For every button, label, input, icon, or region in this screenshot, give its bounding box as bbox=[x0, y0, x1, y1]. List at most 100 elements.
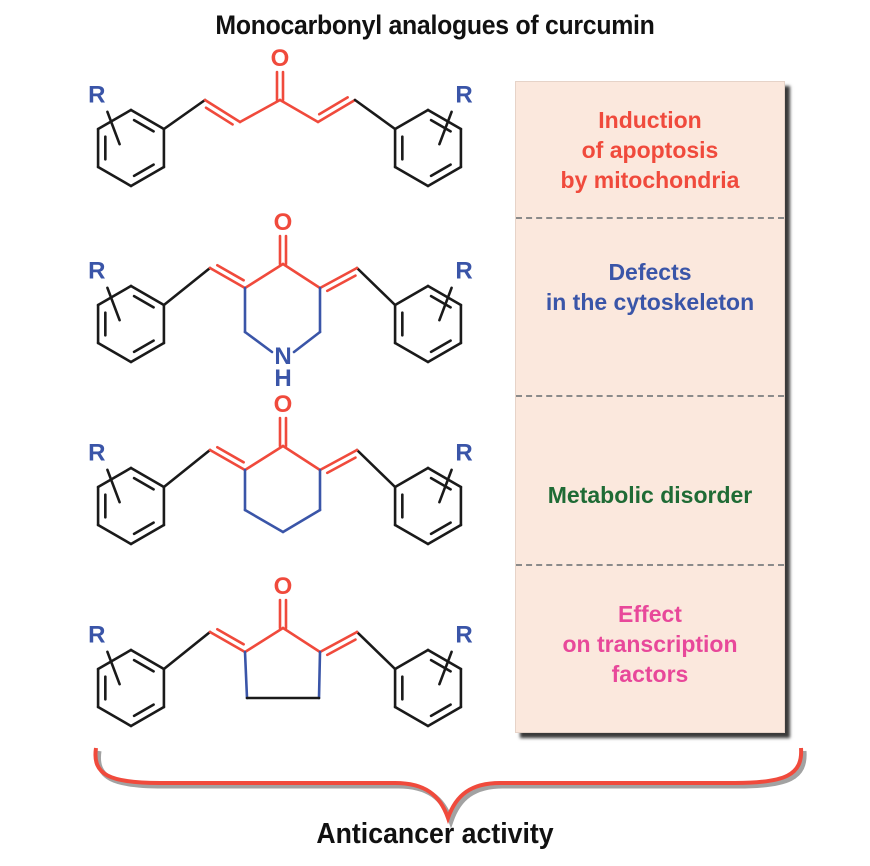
double-bond bbox=[208, 266, 247, 290]
r-group-label: R bbox=[88, 257, 105, 284]
ring-bond bbox=[426, 466, 463, 489]
bond bbox=[243, 626, 285, 654]
double-bond bbox=[203, 98, 242, 124]
bond bbox=[353, 98, 397, 131]
double-bond bbox=[318, 630, 359, 654]
oxygen-label: O bbox=[271, 45, 290, 72]
double-bond bbox=[316, 98, 357, 124]
ring-bond bbox=[243, 650, 249, 700]
bond bbox=[278, 98, 320, 124]
bond bbox=[281, 444, 322, 472]
r-group-label: R bbox=[455, 81, 472, 108]
ring-bond bbox=[243, 508, 285, 534]
diagram-title: Monocarbonyl analogues of curcumin bbox=[215, 10, 655, 40]
ring-bond bbox=[317, 650, 322, 700]
dashed-divider bbox=[516, 564, 784, 566]
substituent-bond bbox=[106, 110, 121, 146]
oxygen-label: O bbox=[274, 209, 293, 236]
activity-line: Effect bbox=[618, 601, 682, 627]
footer-label: Anticancer activity bbox=[316, 818, 554, 850]
double-bond bbox=[208, 448, 247, 472]
bond bbox=[355, 448, 397, 489]
double-bond-inner bbox=[216, 445, 245, 464]
r-group-label: R bbox=[455, 439, 472, 466]
oxygen-label: O bbox=[274, 573, 293, 600]
double-bond-inner bbox=[216, 263, 245, 282]
ring-bond bbox=[393, 523, 430, 546]
ring-inner-bond bbox=[132, 703, 155, 718]
nitrogen-label: N bbox=[274, 343, 291, 370]
dashed-divider bbox=[516, 217, 784, 219]
ring-bond bbox=[292, 330, 322, 354]
double-bond-inner bbox=[325, 638, 357, 657]
ring-inner-bond bbox=[429, 163, 452, 178]
activity-line: on transcription bbox=[562, 631, 738, 657]
ring-bond bbox=[96, 523, 133, 546]
ring-inner-bond bbox=[429, 294, 452, 309]
ring-bond bbox=[426, 648, 463, 671]
bond bbox=[281, 262, 322, 290]
ring-bond bbox=[96, 648, 133, 671]
ring-bond bbox=[426, 523, 463, 546]
ring-bond bbox=[96, 284, 133, 307]
ring-inner-bond bbox=[132, 658, 155, 673]
bond bbox=[162, 448, 212, 489]
ring-bond bbox=[96, 108, 133, 131]
activity-line: Metabolic disorder bbox=[547, 482, 753, 508]
activity-metabolic: Metabolic disorder bbox=[516, 397, 784, 563]
bond bbox=[243, 262, 285, 290]
ring-inner-bond bbox=[429, 521, 452, 536]
ring-bond bbox=[96, 165, 133, 188]
activity-line: of apoptosis bbox=[581, 136, 719, 163]
ring-bond bbox=[129, 523, 166, 546]
ring-inner-bond bbox=[429, 118, 452, 133]
ring-inner-bond bbox=[429, 658, 452, 673]
hydrogen-label: H bbox=[274, 365, 291, 392]
double-bond bbox=[318, 266, 359, 290]
ring-inner-bond bbox=[132, 339, 155, 354]
double-bond-inner bbox=[325, 274, 357, 293]
double-bond-inner bbox=[204, 106, 234, 126]
activity-line: Defects bbox=[608, 258, 692, 285]
ring-bond bbox=[426, 165, 463, 188]
ring-bond bbox=[393, 165, 430, 188]
bond bbox=[162, 98, 207, 131]
dashed-divider bbox=[516, 395, 784, 397]
activity-transcription: Effect on transcription factors bbox=[516, 566, 784, 732]
bond bbox=[355, 630, 397, 671]
oxygen-label: O bbox=[274, 391, 293, 418]
substituent-bond bbox=[106, 468, 121, 504]
ring-bond bbox=[393, 341, 430, 364]
r-group-label: R bbox=[455, 257, 472, 284]
activity-line: Induction bbox=[598, 106, 702, 133]
activity-cytoskeleton: Defects in the cytoskeleton bbox=[516, 219, 784, 394]
ring-bond bbox=[129, 165, 166, 188]
ring-inner-bond bbox=[132, 476, 155, 491]
bond bbox=[162, 266, 212, 307]
ring-bond bbox=[426, 108, 463, 131]
bond bbox=[355, 266, 397, 307]
ring-inner-bond bbox=[429, 703, 452, 718]
double-bond-inner bbox=[216, 627, 245, 646]
ring-bond bbox=[426, 705, 463, 728]
ring-inner-bond bbox=[429, 476, 452, 491]
double-bond-inner bbox=[317, 96, 349, 116]
ring-bond bbox=[426, 284, 463, 307]
ring-inner-bond bbox=[132, 163, 155, 178]
double-bond-inner bbox=[325, 456, 357, 475]
activity-panel: Induction of apoptosis by mitochondria D… bbox=[515, 81, 785, 733]
substituent-bond bbox=[438, 286, 453, 322]
ring-bond bbox=[426, 341, 463, 364]
ring-bond bbox=[393, 648, 430, 671]
ring-bond bbox=[281, 508, 322, 534]
ring-bond bbox=[96, 466, 133, 489]
activity-apoptosis: Induction of apoptosis by mitochondria bbox=[516, 82, 784, 217]
bond bbox=[281, 626, 322, 654]
ring-bond bbox=[393, 705, 430, 728]
activity-line: factors bbox=[611, 661, 689, 687]
ring-bond bbox=[129, 108, 166, 131]
activity-line: in the cytoskeleton bbox=[545, 288, 755, 315]
ring-bond bbox=[129, 705, 166, 728]
